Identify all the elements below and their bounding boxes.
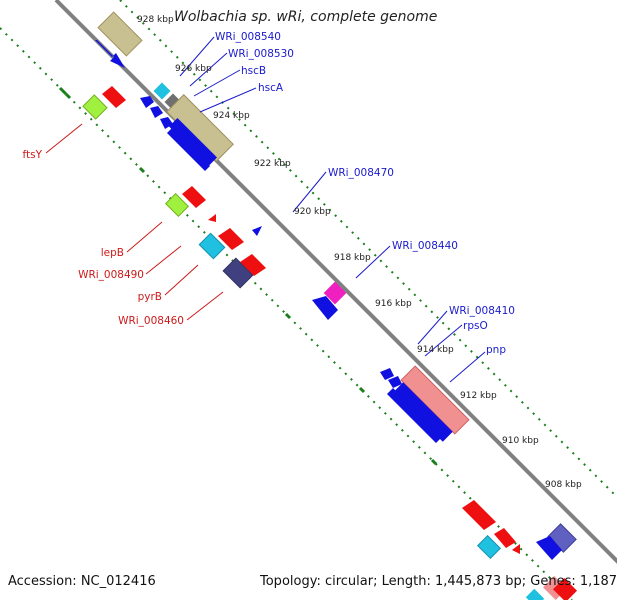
gene-ftsy-red[interactable] [102,86,126,108]
gene-pyrb-red[interactable] [240,254,266,276]
kbp-label: 918 kbp [334,253,371,263]
inner-major-tick [284,312,292,320]
kbp-label: 912 kbp [460,391,497,401]
leader-lepb [126,221,163,253]
leader-wri-008460 [186,291,224,321]
gene-arrow-blue-1[interactable] [95,40,125,68]
gene-label[interactable]: lepB [101,247,124,259]
kbp-label: 926 kbp [175,64,212,74]
gene-label[interactable]: WRi_008410 [449,305,515,317]
inner-major-tick [430,458,438,466]
leader-hsca [199,87,257,113]
leader-wri-008470 [292,171,327,213]
gene-label[interactable]: hscB [241,65,266,77]
kbp-label: 928 kbp [137,15,174,25]
gene-wri-008540[interactable] [97,11,143,57]
gene-label[interactable]: WRi_008530 [228,48,294,60]
gene-arrow-blue-5[interactable] [252,226,262,236]
leader-ftsy [45,123,83,154]
genome-title: Wolbachia sp. wRi, complete genome [174,9,438,25]
gene-label[interactable]: hscA [258,82,284,94]
inner-major-tick [358,386,366,394]
inner-major-tick [64,92,72,100]
gene-lepb-green[interactable] [164,192,190,218]
accession-text: Accession: NC_012416 [8,574,156,589]
gene-label[interactable]: WRi_008470 [328,167,394,179]
gene-red-4[interactable] [512,544,520,554]
gene-arrow-blue-2[interactable] [140,96,154,108]
outer-tick-track [119,0,617,499]
gene-arrow-blue-8[interactable] [388,376,402,388]
inner-tick-major-1 [58,86,68,96]
gene-arrow-blue-7[interactable] [380,368,394,380]
kbp-label: 924 kbp [213,111,250,121]
gene-label[interactable]: WRi_008540 [215,31,281,43]
gene-label[interactable]: WRi_008490 [78,269,144,281]
gene-pnp-blue-body[interactable] [393,382,453,442]
topology-text: Topology: circular; Length: 1,445,873 bp… [260,574,617,589]
gene-red-3[interactable] [494,528,516,548]
leader-hscb [193,69,241,97]
forward-leaders [179,36,486,383]
gene-lepb-red[interactable] [182,186,206,208]
gene-arrow-blue-9[interactable] [536,536,562,560]
gene-label[interactable]: pnp [486,344,506,356]
forward-gene-labels: WRi_008540 WRi_008530 hscB hscA WRi_0084… [215,31,515,356]
gene-label[interactable]: pyrB [138,291,162,303]
gene-cyan-1[interactable] [153,82,171,100]
kbp-label: 908 kbp [545,480,582,490]
kbp-label: 922 kbp [254,159,291,169]
gene-label[interactable]: WRi_008440 [392,240,458,252]
leader-wri-008440 [355,245,391,279]
gene-red-5[interactable] [552,577,578,600]
gene-wri-008490-cyan[interactable] [198,232,226,260]
gene-arrow-blue-3[interactable] [150,106,163,118]
gene-cyan-3[interactable] [525,588,545,600]
leader-wri-008540 [179,36,215,77]
kbp-scale: 928 kbp 926 kbp 924 kbp 922 kbp 920 kbp … [137,15,582,490]
genome-backbone [54,0,617,564]
kbp-label: 914 kbp [417,345,454,355]
gene-red-small[interactable] [208,214,216,222]
leader-pnp [449,351,486,383]
gene-wri-008490-red[interactable] [218,228,244,250]
gene-wri-008460-navy[interactable] [222,257,254,289]
gene-label[interactable]: rpsO [463,320,488,332]
gene-red-2[interactable] [462,500,496,530]
leader-pyrb [164,264,199,296]
leader-wri-008490 [145,245,182,275]
reverse-leaders [45,123,224,321]
reverse-gene-labels: ftsY lepB WRi_008490 pyrB WRi_008460 [22,149,184,327]
gene-hsca-body[interactable] [168,117,218,167]
gene-cyan-2[interactable] [476,534,502,560]
kbp-label: 916 kbp [375,299,412,309]
gene-ftsy-green[interactable] [82,94,108,120]
leader-wri-008410 [417,310,448,345]
kbp-label: 910 kbp [502,436,539,446]
gene-label[interactable]: WRi_008460 [118,315,184,327]
gene-label[interactable]: ftsY [22,149,42,161]
inner-major-tick [138,166,146,174]
reverse-genes [82,86,578,600]
gene-arrow-blue-6[interactable] [312,296,338,320]
gene-hsca-blue[interactable] [167,128,210,171]
kbp-label: 920 kbp [294,207,331,217]
gene-wri-008440-magenta[interactable] [323,281,347,305]
leader-rpso [424,324,463,357]
forward-genes [95,11,577,560]
gene-pnp-blue[interactable] [387,388,442,443]
leader-wri-008530 [189,52,228,87]
